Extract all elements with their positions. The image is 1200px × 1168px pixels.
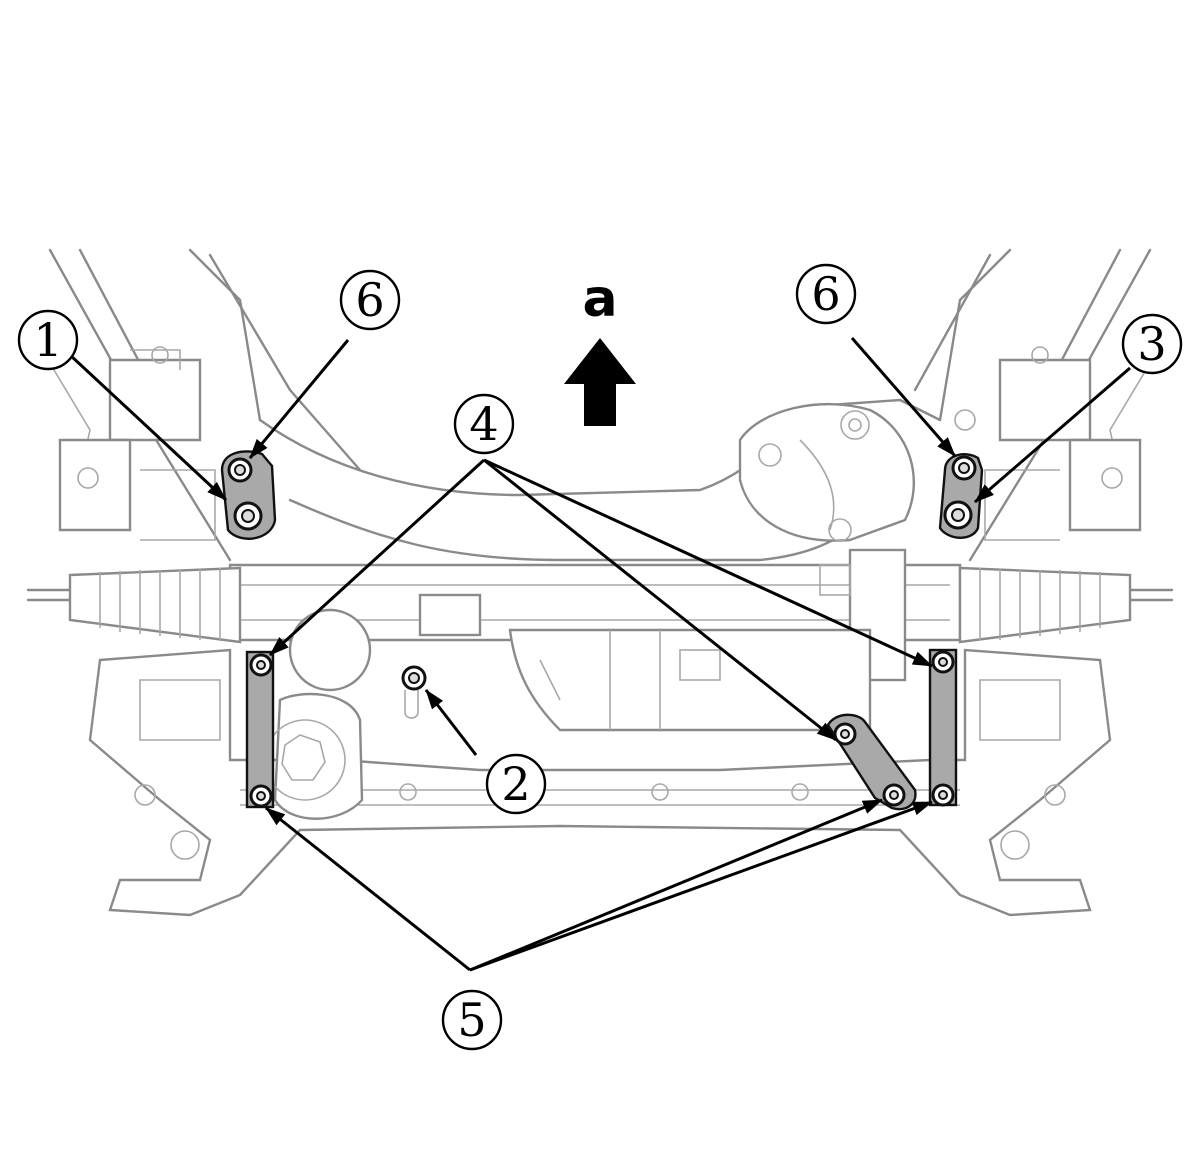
leader-line-6-left bbox=[248, 339, 350, 459]
callout-6-right-label: 6 bbox=[811, 267, 840, 321]
leader-line-1 bbox=[68, 353, 228, 502]
leader-line-5-right bbox=[469, 800, 933, 972]
left-rack-boot bbox=[26, 566, 242, 644]
right-rear-bracket bbox=[928, 648, 958, 807]
direction-indicator: a bbox=[564, 269, 636, 426]
right-body-frame bbox=[913, 248, 1171, 562]
leader-line-4-left bbox=[268, 458, 486, 657]
forward-arrow-icon bbox=[564, 338, 636, 426]
callout-6-left: 6 bbox=[339, 269, 401, 331]
right-rack-boot bbox=[958, 566, 1174, 644]
callout-1-label: 1 bbox=[33, 313, 62, 367]
callout-3: 3 bbox=[1121, 313, 1183, 375]
callout-1: 1 bbox=[17, 309, 79, 371]
leader-line-3 bbox=[974, 366, 1131, 504]
center-bolt-2 bbox=[401, 665, 427, 719]
leader-line-2 bbox=[424, 689, 478, 756]
direction-letter: a bbox=[582, 269, 617, 329]
callout-4-label: 4 bbox=[469, 397, 498, 451]
left-front-mount-plate bbox=[220, 450, 277, 540]
callout-6-left-label: 6 bbox=[355, 273, 384, 327]
upper-crossmember bbox=[258, 398, 942, 562]
leader-line-5-middle bbox=[469, 798, 883, 972]
diagonal-bracket bbox=[826, 713, 917, 811]
callout-4: 4 bbox=[453, 393, 515, 455]
callout-5-label: 5 bbox=[457, 993, 486, 1047]
leader-line-4-right bbox=[483, 458, 933, 668]
callout-2: 2 bbox=[485, 753, 547, 815]
leader-lines bbox=[68, 337, 1131, 972]
left-body-frame bbox=[29, 248, 362, 562]
leader-line-5-left bbox=[265, 806, 471, 972]
pinion-coupling bbox=[264, 608, 372, 820]
callout-2-label: 2 bbox=[501, 757, 530, 811]
right-front-mount-plate bbox=[938, 453, 984, 539]
callout-5: 5 bbox=[441, 989, 503, 1051]
leader-line-6-right bbox=[850, 337, 957, 457]
leader-line-4-middle bbox=[483, 458, 837, 742]
callout-3-label: 3 bbox=[1137, 317, 1166, 371]
lower-subframe bbox=[88, 648, 1112, 917]
callout-6-right: 6 bbox=[795, 263, 857, 325]
left-rear-bracket bbox=[245, 650, 275, 809]
eps-motor-housing bbox=[508, 628, 872, 732]
